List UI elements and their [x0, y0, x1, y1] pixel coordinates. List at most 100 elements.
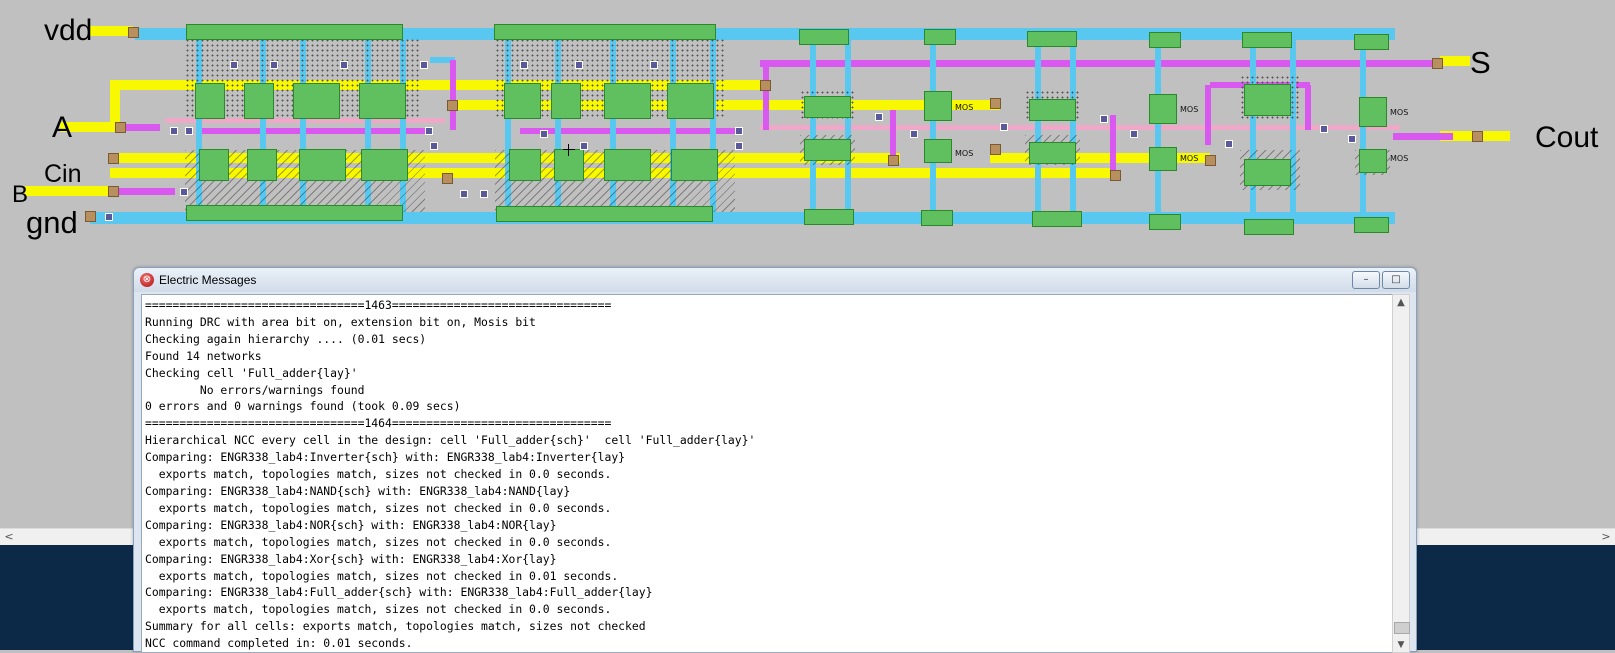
cursor-crosshair-icon [563, 144, 575, 156]
minimize-button[interactable]: – [1352, 271, 1380, 289]
metal-vert [1360, 38, 1366, 214]
metal2-vert [1110, 115, 1116, 175]
nmos-diffusion [199, 149, 229, 181]
metal-vert [300, 38, 306, 214]
via [460, 190, 468, 198]
gnd-contact-row [186, 205, 403, 221]
metal2-vert [763, 60, 769, 130]
gnd-contact-row [921, 210, 953, 226]
nmos-diffusion [1149, 147, 1177, 171]
metal-vert [610, 38, 616, 214]
mos-label: MOS [1180, 154, 1199, 163]
nmos-diffusion [299, 149, 346, 181]
metal-vert [555, 38, 561, 214]
pmos-diffusion [195, 83, 225, 119]
via [230, 61, 238, 69]
scroll-up-icon[interactable]: ▲ [1397, 297, 1405, 308]
log-line: Found 14 networks [145, 348, 262, 363]
vdd-label: vdd [44, 14, 93, 47]
metal-vert [400, 38, 406, 214]
pmos-diffusion [1244, 84, 1291, 116]
pmos-diffusion [504, 83, 541, 119]
via [1320, 125, 1328, 133]
via [575, 61, 583, 69]
gnd-contact-row [804, 209, 854, 225]
metal2-vert [1205, 85, 1211, 145]
pmos-diffusion [667, 83, 714, 119]
poly-cin2 [990, 153, 1210, 163]
log-line: Comparing: ENGR338_lab4:Xor{sch} with: E… [145, 551, 557, 566]
log-line: exports match, topologies match, sizes n… [145, 602, 612, 617]
scroll-thumb[interactable] [1394, 622, 1410, 634]
nmos-diffusion [509, 149, 541, 181]
scroll-left-icon[interactable]: < [4, 530, 14, 543]
pmos-diffusion [1029, 99, 1076, 121]
log-line: Running DRC with area bit on, extension … [145, 314, 536, 329]
maximize-button[interactable]: □ [1382, 271, 1410, 289]
port [990, 98, 1001, 109]
mos-label: MOS [955, 103, 974, 112]
window-title: Electric Messages [159, 273, 257, 287]
via [540, 130, 548, 138]
metal-vert [670, 38, 676, 214]
messages-vertical-scrollbar[interactable]: ▲ ▼ [1392, 294, 1410, 653]
pmos-diffusion [604, 83, 651, 119]
metal-vert [1290, 38, 1296, 214]
messages-text-area[interactable]: ================================1463====… [141, 294, 1398, 653]
log-line: Summary for all cells: exports match, to… [145, 619, 646, 634]
gnd-label: gnd [26, 205, 78, 240]
nmos-diffusion [1029, 142, 1076, 164]
via [480, 190, 488, 198]
pmos-diffusion [804, 96, 851, 118]
port-a [115, 122, 126, 133]
gnd-contact-row [1032, 211, 1082, 227]
via [180, 188, 188, 196]
metal-vert [365, 38, 371, 214]
electric-messages-window[interactable]: ⊗ Electric Messages – □ ================… [133, 267, 1417, 653]
log-line: NCC command completed in: 0.01 seconds. [145, 636, 413, 651]
log-line: Checking again hierarchy .... (0.01 secs… [145, 331, 427, 346]
scroll-down-icon[interactable]: ▼ [1397, 640, 1405, 650]
mos-label: MOS [955, 149, 974, 158]
metal-a [115, 124, 160, 131]
via [1225, 140, 1233, 148]
via [1000, 123, 1008, 131]
metal-vert [1035, 38, 1041, 214]
messages-log: ================================1463====… [142, 295, 1397, 652]
port [888, 155, 899, 166]
vdd-contact-row [924, 29, 956, 45]
a-label: A [52, 111, 73, 144]
mos-label: MOS [1390, 154, 1409, 163]
via [185, 127, 193, 135]
port-cin [108, 153, 119, 164]
pmos-diffusion [551, 83, 581, 119]
poly-mid [450, 100, 1000, 110]
log-line: Comparing: ENGR338_lab4:Full_adder{sch} … [145, 585, 653, 600]
pmos-diffusion [1359, 97, 1387, 127]
metal2-vert [890, 110, 896, 160]
metal-mid-2 [520, 128, 735, 134]
via [170, 127, 178, 135]
nmos-diffusion [361, 149, 408, 181]
b-label: B [12, 181, 29, 208]
port-s [1432, 58, 1443, 69]
metal-vert [1155, 38, 1161, 214]
pmos-diffusion [244, 83, 274, 119]
metal-vert [930, 38, 936, 214]
gnd-contact-row [1244, 219, 1294, 235]
electric-app-icon: ⊗ [140, 273, 154, 287]
port [1110, 170, 1121, 181]
via [425, 127, 433, 135]
vdd-contact-row [1354, 34, 1389, 50]
nmos-diffusion [1244, 159, 1291, 186]
port [990, 144, 1001, 155]
via [580, 142, 588, 150]
metal2-vert [1305, 85, 1311, 130]
metal-cout [1393, 133, 1453, 140]
metal-mid-1 [200, 128, 430, 134]
scroll-right-icon[interactable]: > [1601, 530, 1611, 543]
pmos-diffusion [293, 83, 340, 119]
log-line: exports match, topologies match, sizes n… [145, 467, 612, 482]
vdd-contact-row [494, 24, 716, 40]
window-titlebar[interactable]: ⊗ Electric Messages – □ [134, 268, 1416, 292]
